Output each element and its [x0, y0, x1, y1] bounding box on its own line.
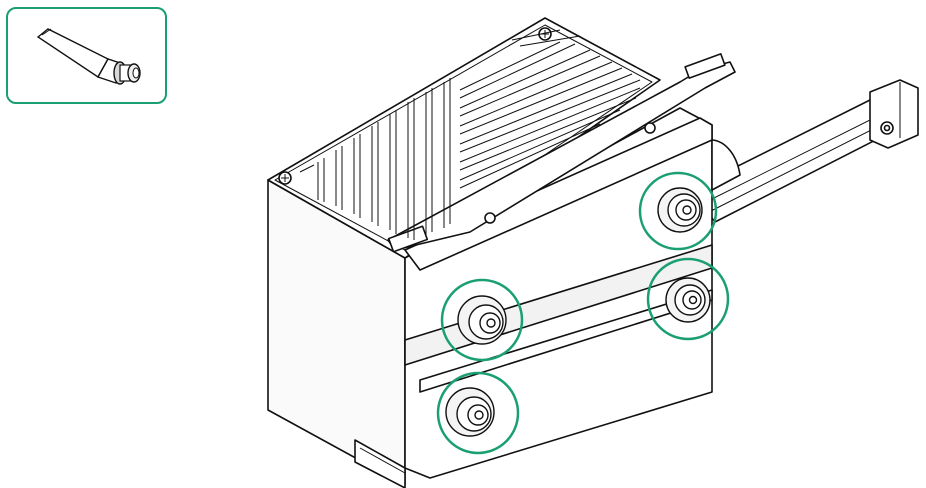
roller-top-right	[657, 187, 703, 233]
grease-legend-box	[6, 7, 167, 104]
callout-middle-left	[440, 278, 524, 362]
callout-top-right	[638, 171, 718, 251]
roller-middle-left	[457, 295, 507, 345]
roller-middle-right	[665, 277, 711, 323]
callout-middle-right	[646, 257, 730, 341]
callout-bottom-left	[436, 371, 520, 455]
roller-bottom-left	[445, 387, 495, 437]
grease-tube-icon	[36, 28, 141, 85]
